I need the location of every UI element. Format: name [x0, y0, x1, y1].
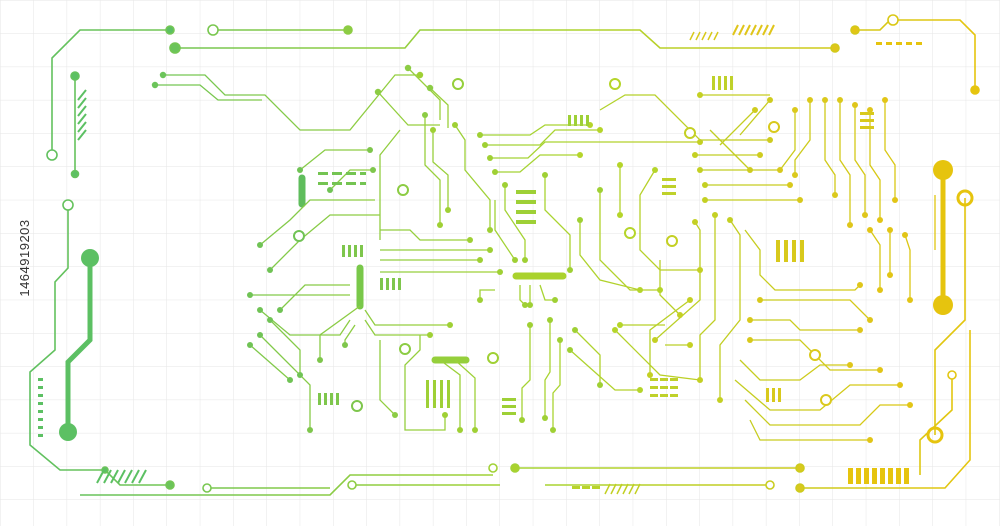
- stock-image-id: 1464919203: [17, 219, 32, 297]
- thick-traces: [65, 167, 946, 435]
- large-pads: [59, 160, 974, 444]
- inner-traces: [155, 67, 936, 441]
- bar-clusters: [38, 24, 922, 495]
- ring-pads: [293, 78, 832, 412]
- inner-pads: [151, 64, 913, 443]
- frame-pads: [46, 14, 980, 493]
- frame-traces: [29, 19, 976, 496]
